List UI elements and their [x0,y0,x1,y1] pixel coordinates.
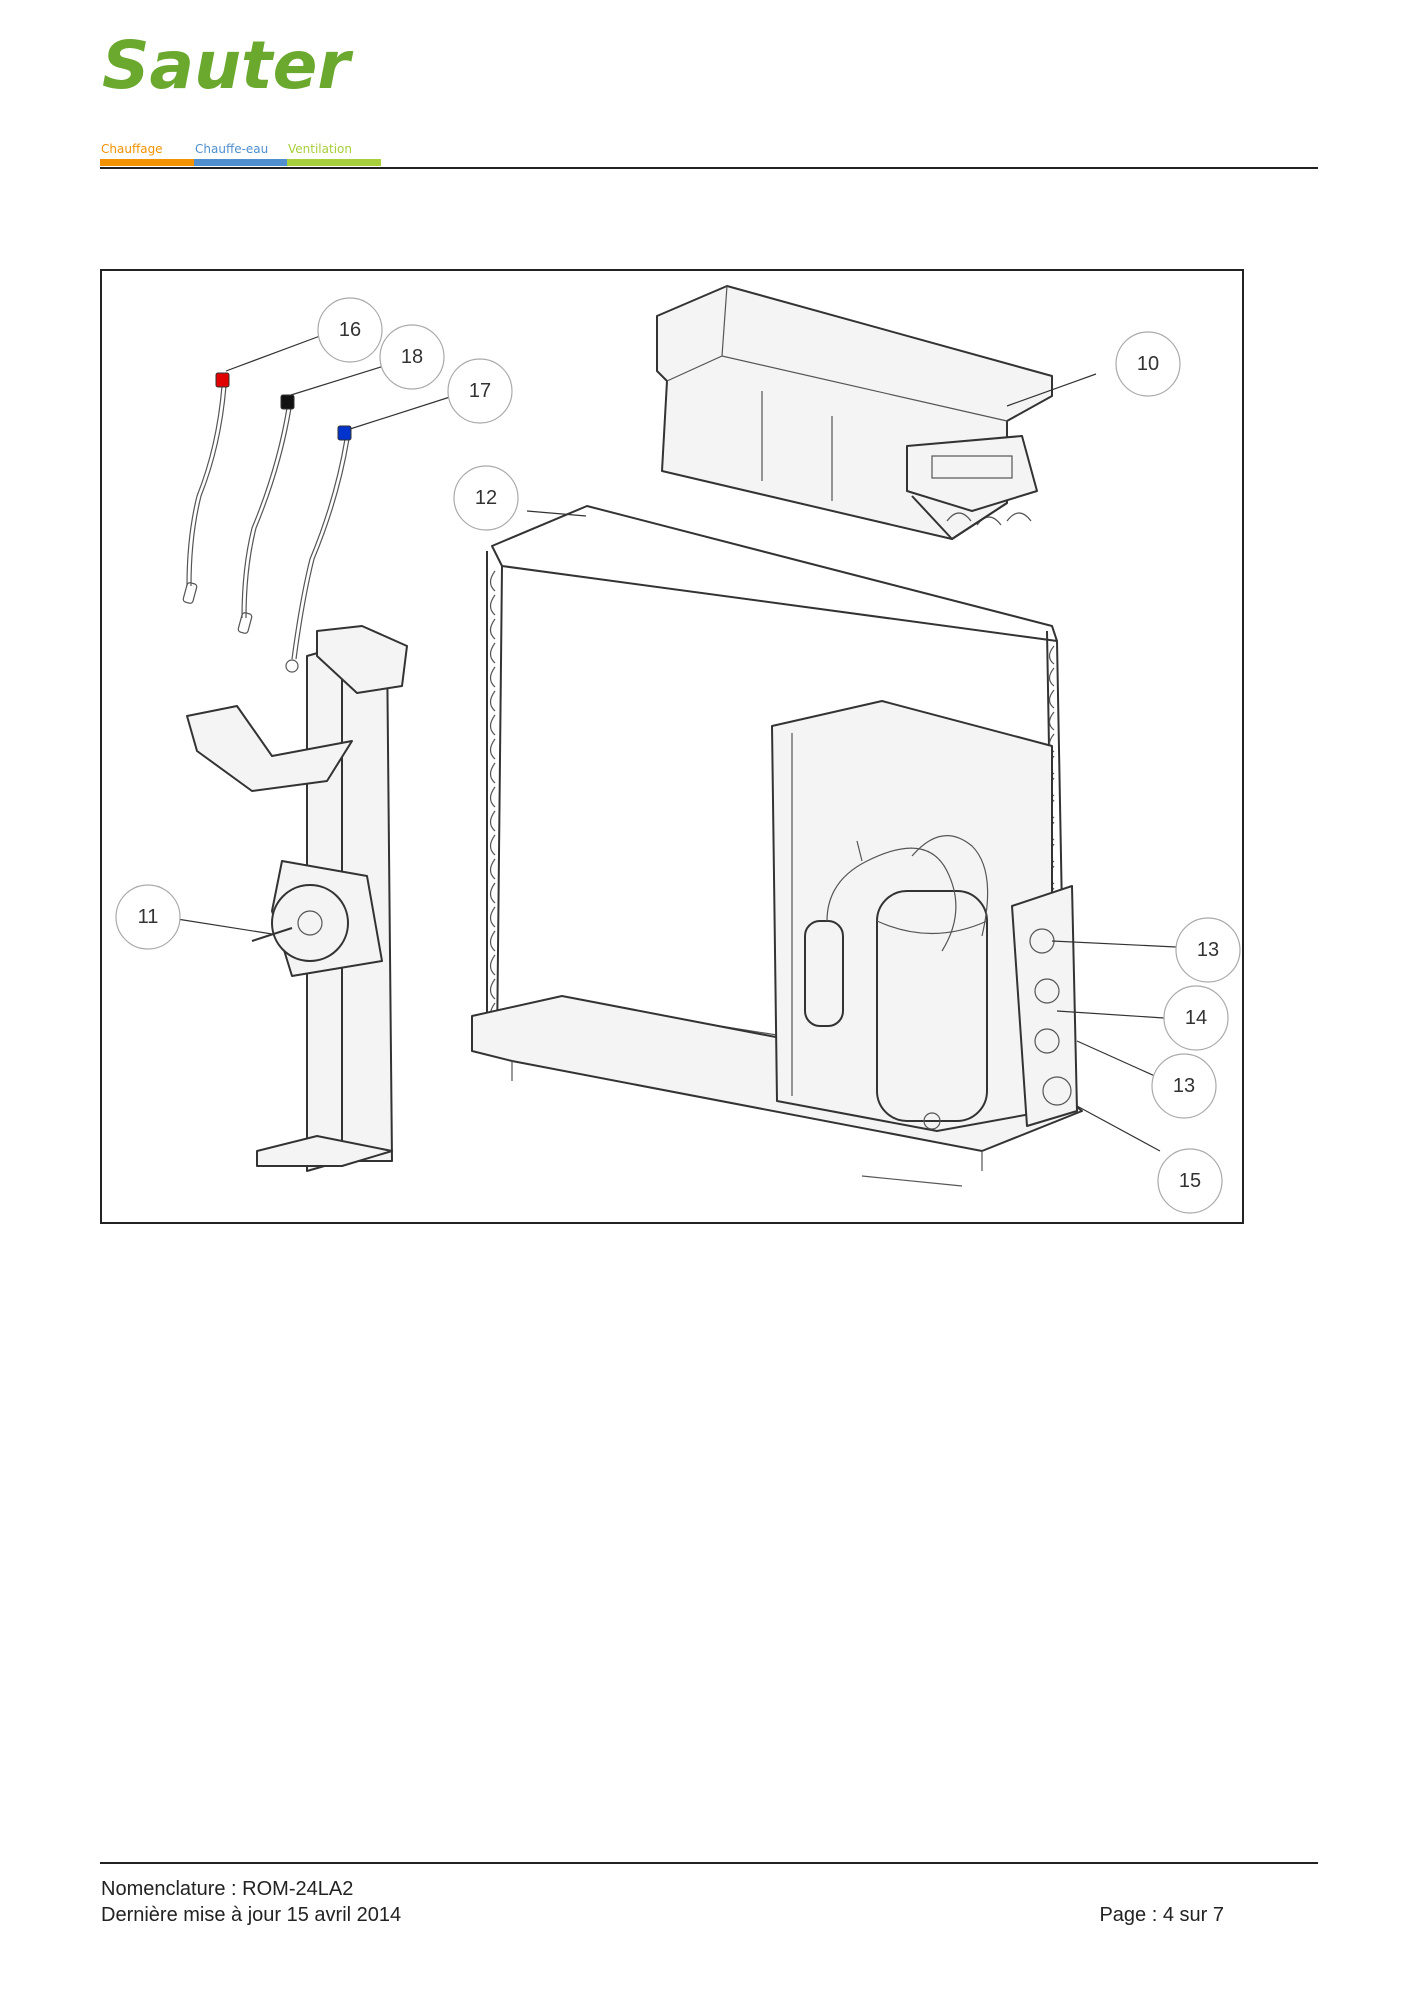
exploded-view-frame: 16 18 17 10 12 11 13 14 [100,269,1244,1224]
footer-nomenclature: Nomenclature : ROM-24LA2 [101,1878,354,1900]
callout-15: 15 [1157,1148,1223,1214]
callout-14-label: 14 [1185,1007,1207,1029]
coil-tube-bend [489,930,496,952]
coil-tube-bend [489,858,496,880]
exploded-view-drawing: 16 18 17 10 12 11 13 14 [115,285,1241,1214]
tab-label-ventilation: Ventilation [288,142,352,156]
callout-11: 11 [115,884,181,950]
fan-motor-bracket [186,625,408,1172]
footer-divider [100,1862,1318,1864]
coil-tube-bend [489,594,496,616]
coil-tube-bend [489,690,496,712]
callout-10: 10 [1115,331,1181,397]
coil-tube-bend [489,954,496,976]
callout-16: 16 [317,297,383,363]
coil-tube-bend [1048,711,1055,731]
coil-tube-bend [489,906,496,928]
coil-tube-bend [1048,667,1055,687]
brand-logo: Sauter [102,28,353,98]
tab-label-chauffe-eau: Chauffe-eau [195,142,269,156]
brand-logo-text: Sauter [102,28,353,98]
temperature-sensors [182,372,352,673]
footer-page-number: Page : 4 sur 7 [1099,1904,1224,1926]
callout-12: 12 [453,465,519,531]
callout-18-label: 18 [401,346,423,368]
callout-13-upper-label: 13 [1197,939,1219,961]
coil-tube-bend [489,714,496,736]
tab-bar-ventilation [287,159,381,166]
footer-last-update: Dernière mise à jour 15 avril 2014 [101,1904,402,1926]
tab-label-chauffage: Chauffage [101,142,163,156]
callout-10-label: 10 [1137,353,1159,375]
callout-13-lower: 13 [1151,1053,1217,1119]
coil-tube-bend [489,738,496,760]
tab-bar-chauffage [100,159,194,166]
callout-18: 18 [379,324,445,390]
callout-17: 17 [447,358,513,424]
callout-12-label: 12 [475,487,497,509]
coil-tube-bend [489,978,496,1000]
leader-lines [176,335,1177,1152]
electrical-control-box [656,285,1053,540]
coil-tube-bend [489,882,496,904]
callout-11-label: 11 [138,906,159,928]
coil-tube-bend [489,810,496,832]
sensor-tip-blue [337,425,352,441]
coil-tube-bend [489,786,496,808]
base-and-compressor [471,700,1083,1187]
callout-17-label: 17 [469,380,491,402]
callout-16-label: 16 [339,319,361,341]
coil-tube-bend [489,570,496,592]
coil-tube-bend [489,834,496,856]
coil-tube-bend [489,666,496,688]
tab-bar-chauffe-eau [194,159,287,166]
callout-13-lower-label: 13 [1173,1075,1195,1097]
sensor-tip-red [215,372,230,388]
callout-13-upper: 13 [1175,917,1241,983]
coil-tube-bend [489,618,496,640]
callout-15-label: 15 [1179,1170,1201,1192]
coil-tubes-left [489,570,496,1048]
coil-tube-bend [1048,645,1055,665]
coil-tube-bend [489,762,496,784]
header-divider [100,167,1318,169]
callout-14: 14 [1163,985,1229,1051]
coil-tube-bend [1048,689,1055,709]
sensor-tip-black [280,394,295,410]
coil-tube-bend [489,642,496,664]
